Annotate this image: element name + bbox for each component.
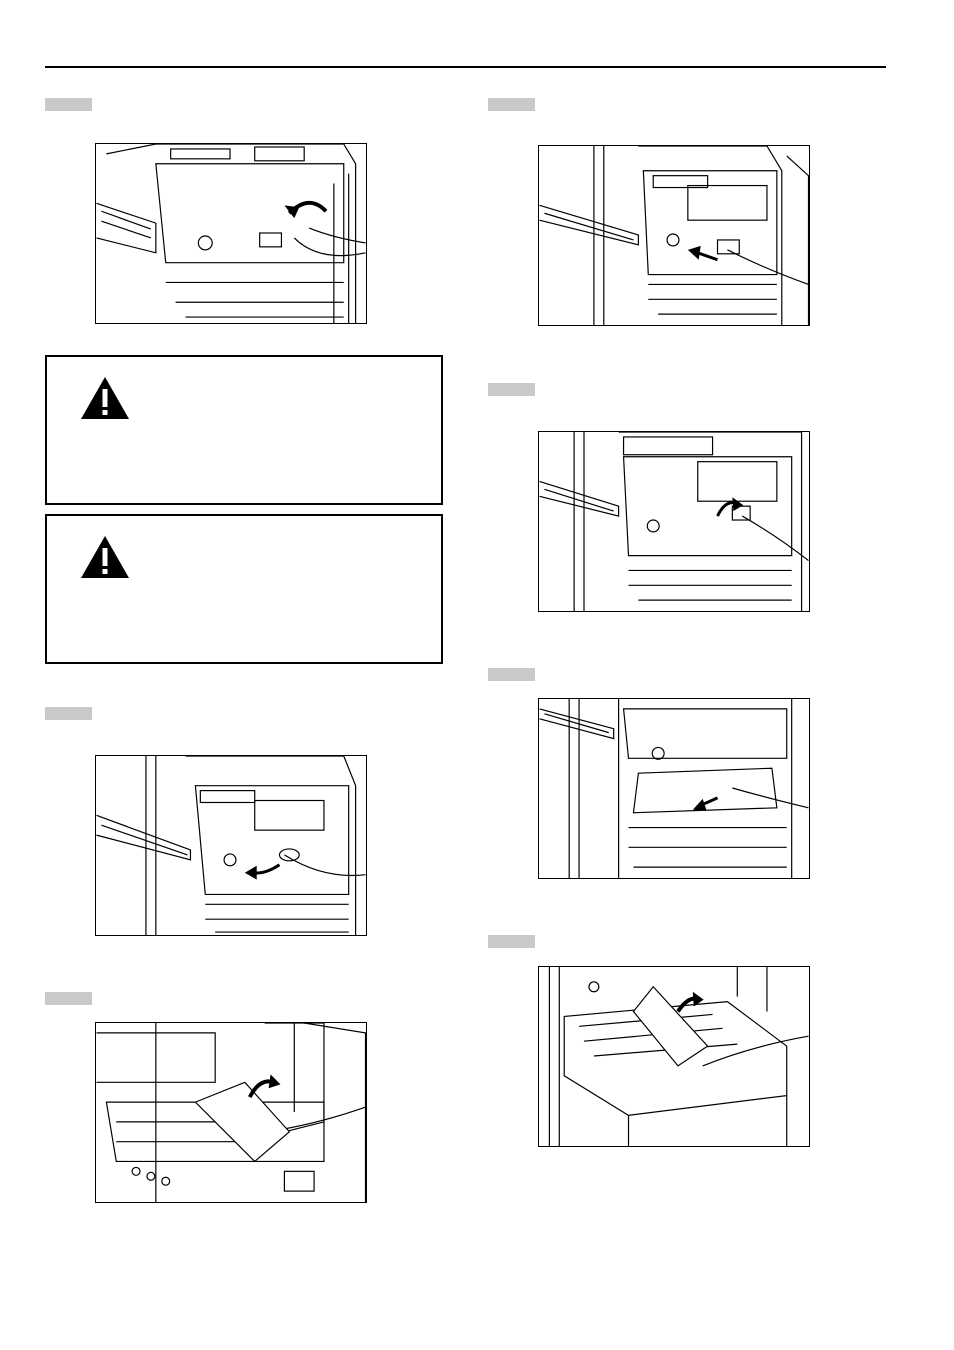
copier-illustration [539, 146, 809, 325]
copier-illustration [539, 699, 809, 878]
figure-turn-lever [538, 431, 810, 612]
step-marker-7 [488, 935, 535, 948]
header-rule [45, 66, 886, 68]
pull-arrow-icon [252, 863, 281, 875]
figure-push-unit [538, 145, 810, 326]
step-marker-5 [488, 383, 535, 396]
figure-pull-drawer [538, 698, 810, 879]
figure-remove-jammed-paper [538, 966, 810, 1147]
step-marker-3 [45, 992, 92, 1005]
step-marker-1 [45, 98, 92, 111]
warning-icon [81, 536, 129, 578]
step-marker-2 [45, 707, 92, 720]
copier-illustration [548, 967, 809, 1146]
step-marker-6 [488, 668, 535, 681]
figure-pull-unit [95, 755, 367, 936]
copier-illustration [539, 432, 809, 611]
copier-illustration [96, 756, 366, 935]
copier-illustration [96, 144, 366, 323]
warning-box-2 [45, 514, 443, 664]
warning-box-1 [45, 355, 443, 505]
copier-illustration [96, 1023, 366, 1202]
warning-icon [81, 377, 129, 419]
step-marker-4 [488, 98, 535, 111]
push-arrow-icon [697, 251, 719, 262]
figure-remove-paper [95, 1022, 367, 1203]
figure-rotate-knob [95, 143, 367, 324]
